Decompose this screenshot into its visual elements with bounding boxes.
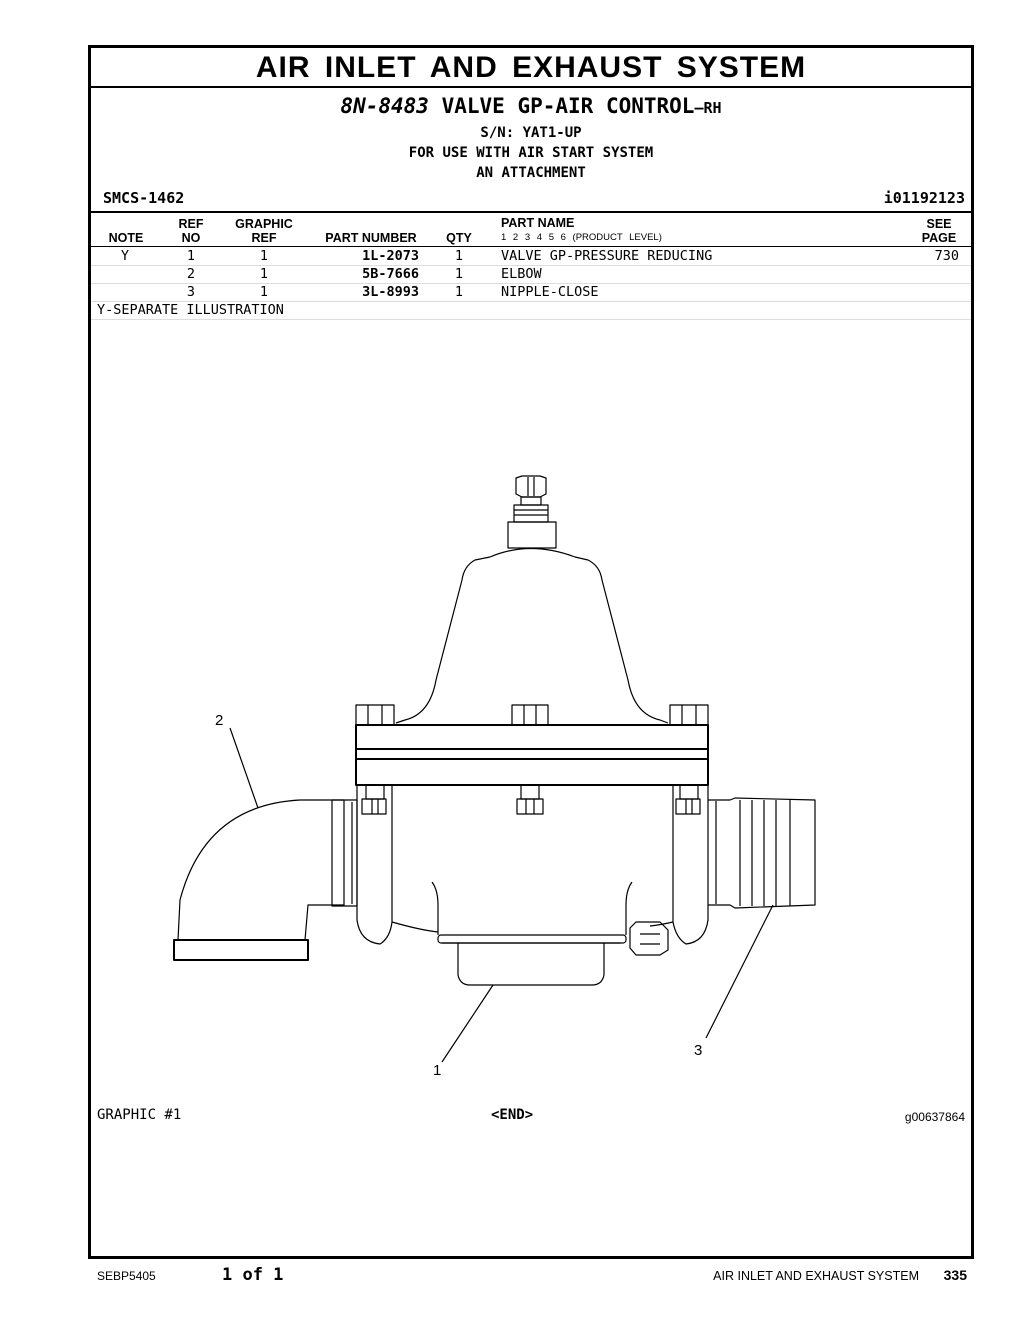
table-row: 2 1 5B-7666 1 ELBOW <box>91 265 971 284</box>
table-row: 3 1 3L-8993 1 NIPPLE-CLOSE <box>91 283 971 302</box>
info-id: i01192123 <box>883 189 965 207</box>
graphic-label: GRAPHIC #1 <box>97 1107 182 1123</box>
col-part-number: PART NUMBER <box>325 231 417 245</box>
col-note: NOTE <box>108 231 144 245</box>
row-graphic-ref: 1 <box>259 284 269 300</box>
graphic-number: g00637864 <box>904 1110 965 1124</box>
row-note: Y <box>120 248 130 264</box>
part-number-title: 8N-8483 <box>340 94 429 118</box>
footer-doc-number: SEBP5405 <box>97 1269 156 1283</box>
row-graphic-ref: 1 <box>259 248 269 264</box>
row-qty: 1 <box>454 248 464 264</box>
smcs-code: SMCS-1462 <box>103 189 185 207</box>
row-ref: 1 <box>186 248 196 264</box>
row-part-number[interactable]: 5B-7666 <box>362 266 419 282</box>
row-part-name: NIPPLE-CLOSE <box>501 284 599 300</box>
part-title: 8N-8483 VALVE GP-AIR CONTROL–RH <box>91 94 971 118</box>
attachment-note: AN ATTACHMENT <box>476 165 586 181</box>
row-ref: 2 <box>186 266 196 282</box>
footer-page-count: 1 of 1 <box>222 1265 284 1285</box>
col-product-levels: 1 2 3 4 5 6 (PRODUCT LEVEL) <box>501 232 662 243</box>
col-see-page-1: SEE <box>926 217 952 231</box>
header-rule <box>91 211 971 213</box>
row-part-number[interactable]: 1L-2073 <box>362 248 419 264</box>
row-ref: 3 <box>186 284 196 300</box>
row-part-name: VALVE GP-PRESSURE REDUCING <box>501 248 713 264</box>
callout-3: 3 <box>694 1042 702 1059</box>
col-qty: QTY <box>446 231 472 245</box>
row-qty: 1 <box>454 266 464 282</box>
col-ref-no-2: NO <box>181 231 201 245</box>
row-part-name: ELBOW <box>501 266 542 282</box>
part-suffix: –RH <box>694 99 722 117</box>
callout-1: 1 <box>433 1062 441 1079</box>
col-see-page-2: PAGE <box>921 231 957 245</box>
col-graphic-ref-1: GRAPHIC <box>235 217 293 231</box>
section-title: AIR INLET AND EXHAUST SYSTEM <box>91 48 971 88</box>
end-marker: <END> <box>491 1107 534 1123</box>
row-qty: 1 <box>454 284 464 300</box>
serial-range: S/N: YAT1-UP <box>480 125 582 141</box>
col-ref-no-1: REF <box>178 217 204 231</box>
col-graphic-ref-2: REF <box>251 231 277 245</box>
row-part-number[interactable]: 3L-8993 <box>362 284 419 300</box>
part-name-title: VALVE GP-AIR CONTROL <box>441 94 695 118</box>
footer-page-number: 335 <box>943 1267 967 1283</box>
table-header-rule <box>91 246 971 247</box>
valve-illustration: 2 1 3 <box>173 475 816 1079</box>
callout-2: 2 <box>215 712 223 729</box>
separate-illustration-note: Y-SEPARATE ILLUSTRATION <box>91 301 971 320</box>
usage-note: FOR USE WITH AIR START SYSTEM <box>408 145 654 161</box>
row-see-page[interactable]: 730 <box>934 248 959 264</box>
note-text: Y-SEPARATE ILLUSTRATION <box>97 302 284 318</box>
col-part-name: PART NAME <box>501 216 575 230</box>
page-frame: AIR INLET AND EXHAUST SYSTEM 8N-8483 VAL… <box>88 45 974 1259</box>
table-row: Y 1 1 1L-2073 1 VALVE GP-PRESSURE REDUCI… <box>91 247 971 266</box>
footer-section-title: AIR INLET AND EXHAUST SYSTEM <box>713 1269 919 1283</box>
row-graphic-ref: 1 <box>259 266 269 282</box>
